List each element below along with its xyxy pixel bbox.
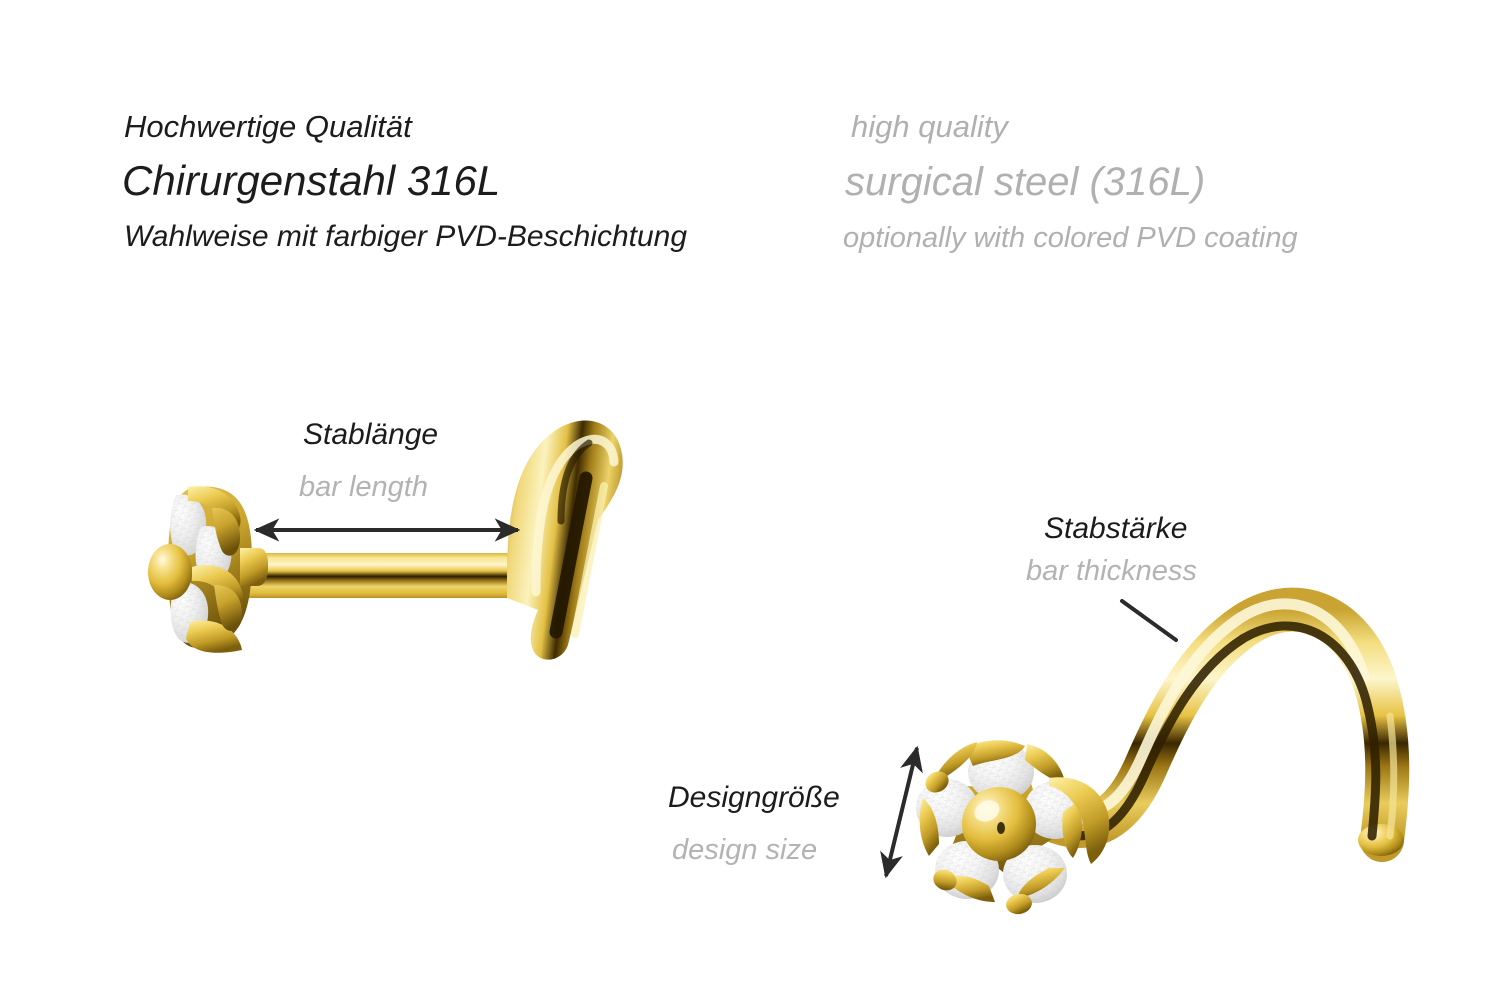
product-right-curved-nose-screw [916, 587, 1410, 915]
label-bar-length-german: Stablänge [303, 418, 439, 451]
label-bar-thickness-german: Stabstärke [1044, 512, 1188, 545]
label-design-size-german: Designgröße [668, 781, 840, 814]
crystal-flower-front-view [916, 740, 1110, 915]
headline-german-line2: Chirurgenstahl 316L [122, 157, 501, 204]
headline-german-line3: Wahlweise mit farbiger PVD-Beschichtung [124, 220, 688, 253]
design-size-arrow [880, 745, 923, 879]
headline-german-line1: Hochwertige Qualität [124, 109, 412, 144]
product-left-l-shaped-nose-stud [148, 420, 623, 660]
label-design-size-english: design size [672, 834, 818, 866]
crystal-flower-side-view [148, 486, 268, 653]
label-bar-thickness-english: bar thickness [1026, 555, 1197, 587]
headline-english-line3: optionally with colored PVD coating [843, 222, 1298, 254]
bar-thickness-leader-line [1120, 599, 1178, 642]
headline-english-line2: surgical steel (316L) [845, 160, 1206, 204]
headline-english-line1: high quality [851, 109, 1008, 144]
label-bar-length-english: bar length [299, 471, 428, 503]
